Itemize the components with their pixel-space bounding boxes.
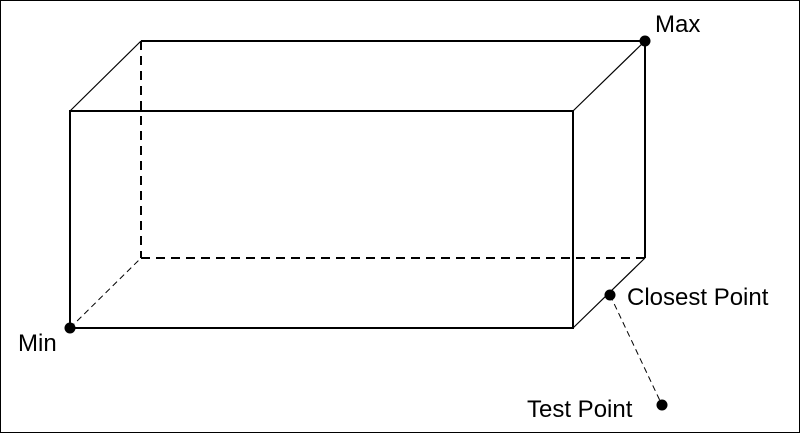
closest-point-label: Closest Point bbox=[627, 284, 769, 311]
hidden-edge-bottom-left-depth bbox=[69, 257, 142, 329]
closest-point bbox=[604, 289, 616, 301]
min-label: Min bbox=[18, 330, 57, 357]
projection-line bbox=[609, 294, 663, 406]
test-point bbox=[656, 399, 668, 411]
edge-top-left-depth bbox=[69, 40, 142, 112]
max-label: Max bbox=[655, 11, 701, 38]
edge-top-right-depth bbox=[572, 40, 646, 112]
min-point bbox=[64, 322, 76, 334]
max-point bbox=[639, 35, 651, 47]
test-point-label: Test Point bbox=[527, 396, 633, 423]
front-face bbox=[69, 110, 574, 329]
